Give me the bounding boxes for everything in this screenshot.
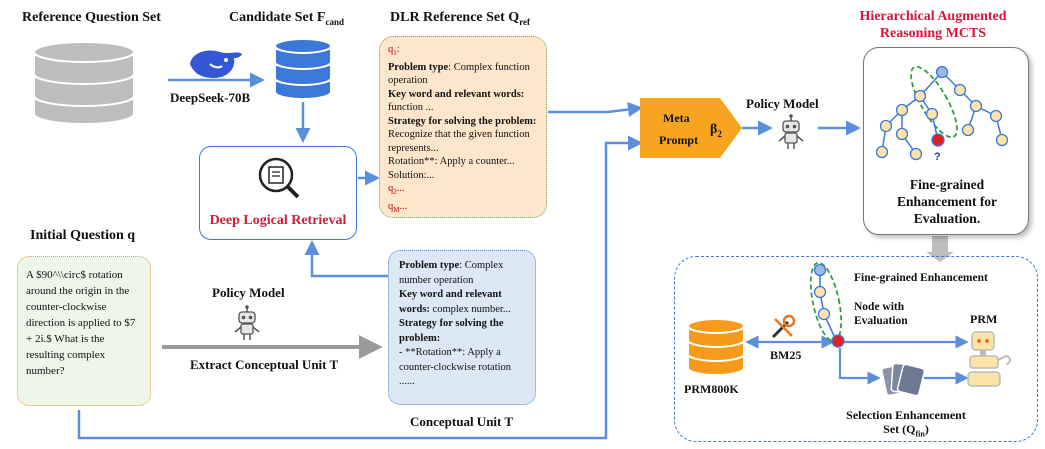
deepseek-whale-icon: [190, 50, 242, 78]
card-stack-icon: [881, 362, 924, 397]
prm800k-label: PRM800K: [684, 382, 739, 396]
ref-strategy-val1: Recognize that the given function repres…: [388, 129, 530, 154]
policy-model-left-label: Policy Model: [212, 285, 285, 300]
database-icon: [274, 38, 332, 100]
database-icon: [33, 41, 135, 124]
svg-text:?: ?: [934, 151, 941, 163]
deep-logical-retrieval-box: Deep Logical Retrieval: [199, 146, 357, 240]
candidate-set-title: Candidate Set Fcand: [229, 10, 344, 27]
deep-logical-retrieval-label: Deep Logical Retrieval: [209, 213, 347, 228]
ref-problem-type: Problem type: Complex function operation: [388, 61, 530, 87]
magnifier-document-icon: [258, 157, 300, 199]
ref-strategy-key: Strategy for solving the problem:: [388, 115, 537, 127]
database-icon: [687, 318, 745, 376]
q2-label: q2...: [388, 183, 405, 197]
tree-icon: [809, 261, 845, 348]
cu-keywords: Key word and relevant words: complex num…: [399, 289, 511, 315]
mcts-to-fge-arrow: [926, 236, 954, 262]
prm-label: PRM: [970, 312, 998, 326]
robot-icon: [234, 305, 260, 340]
cu-strategy-val: - **Rotation**: Apply a counter-clockwis…: [399, 347, 512, 387]
policy-model-right-label: Policy Model: [746, 96, 819, 111]
question-to-meta-arrow: [77, 135, 643, 440]
dlr-reference-set-box: q1: Problem type: Complex function opera…: [379, 36, 547, 218]
fine-grained-enhancement-box: [674, 256, 1038, 442]
ref-strategy-val2: Rotation**: Apply a counter...: [388, 156, 515, 168]
fine-grained-title: Fine-grained Enhancement: [854, 272, 988, 284]
mcts-caption: Fine-grained Enhancement for Evaluation.: [896, 177, 998, 226]
node-with-evaluation-label: Node with Evaluation: [854, 301, 908, 327]
ref-solution: Solution:...: [388, 169, 435, 181]
node-to-selection-arrow: [838, 348, 881, 385]
initial-question-text: A $90^\\circ$ rotation around the origin…: [26, 269, 136, 377]
reference-question-set-title: Reference Question Set: [22, 10, 161, 25]
qm-label: qM...: [388, 200, 408, 214]
mcts-title: Hierarchical Augmented Reasoning MCTS: [859, 9, 1007, 41]
concept-to-dlr-arrow: [304, 240, 388, 278]
selection-enhancement-label: Selection Enhancement Set (Qfin): [846, 408, 966, 439]
tree-icon: ?: [875, 65, 1009, 163]
tools-icon: [771, 314, 796, 339]
initial-question-box: A $90^\\circ$ rotation around the origin…: [17, 256, 151, 406]
conceptual-unit-box: Problem type: Complex number operation K…: [388, 250, 536, 405]
robot-icon: [778, 114, 804, 149]
mcts-box: ? Fine-grained Enhancement for Evaluatio…: [863, 47, 1029, 235]
extract-conceptual-unit-label: Extract Conceptual Unit T: [190, 357, 339, 372]
q1-label: q1:: [388, 44, 400, 58]
refset-to-meta-arrow: [548, 102, 643, 117]
ref-keywords-key: Key word and relevant words:: [388, 88, 525, 100]
initial-question-title: Initial Question q: [30, 228, 136, 243]
conceptual-unit-caption: Conceptual Unit T: [410, 414, 514, 429]
cu-strategy-key: Strategy for solving the problem:: [399, 318, 504, 344]
ref-keywords-val: function ...: [388, 102, 434, 114]
meta-prompt-beta: β2: [710, 122, 722, 139]
cu-problem-type: Problem type: Complex number operation: [399, 260, 504, 286]
meta-prompt-shape: [640, 98, 742, 158]
robot-icon: [967, 331, 1011, 387]
bm25-label: BM25: [770, 348, 802, 362]
meta-prompt-line2: Prompt: [659, 133, 699, 147]
deepseek-label: DeepSeek-70B: [170, 90, 251, 105]
dlr-reference-set-title: DLR Reference Set Qref: [390, 10, 531, 27]
meta-prompt-line1: Meta: [663, 111, 690, 125]
